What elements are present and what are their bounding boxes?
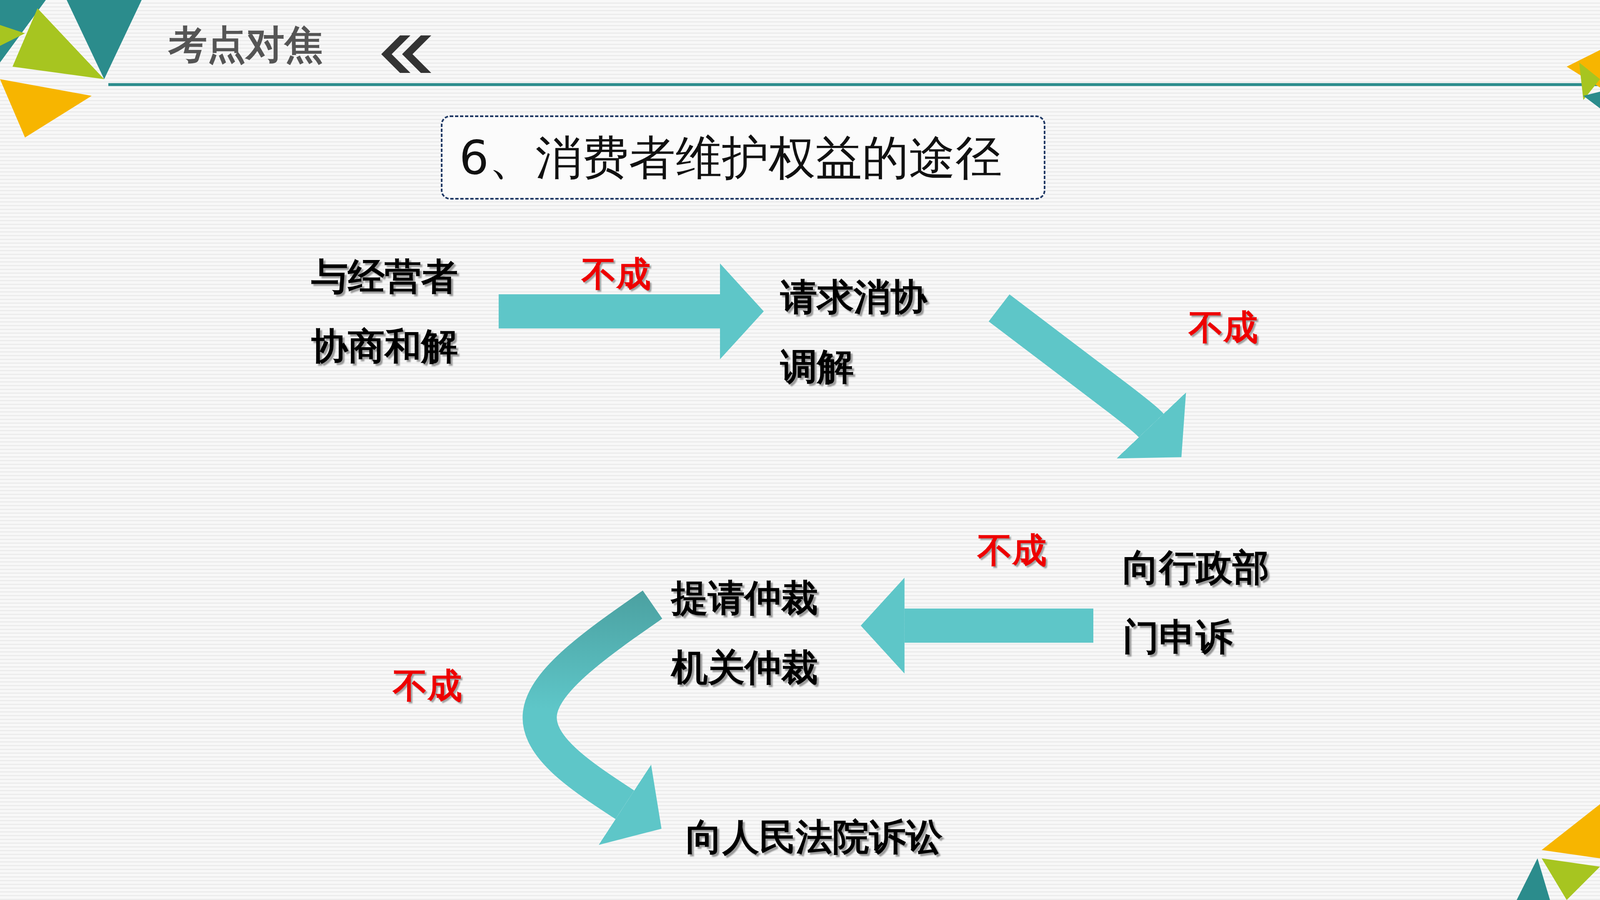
flow-arrow: [904, 608, 1094, 643]
edge-label: 不成: [1188, 308, 1258, 347]
header-label: 考点对焦: [168, 21, 324, 69]
flow-arrow: [498, 294, 720, 329]
corner-triangle: [66, 0, 142, 80]
header-rule: [108, 83, 1600, 87]
edge-label: 不成: [977, 531, 1047, 570]
step-text: 请求消协 调解: [780, 262, 950, 402]
step-node: 提请仲裁 机关仲裁: [671, 562, 840, 703]
corner-triangle: [1516, 858, 1550, 900]
corner-triangle: [1541, 804, 1600, 859]
step-node: 与经营者 协商和解: [311, 241, 480, 381]
step-text: 向人民法院诉讼: [685, 802, 943, 872]
step-node: 向行政部 门申诉: [1122, 532, 1292, 672]
edge-label: 不成: [392, 666, 463, 705]
step-text: 提请仲裁 机关仲裁: [671, 562, 840, 703]
title: 6、消费者维护权益的途径: [459, 129, 1003, 186]
step-text: 与经营者 协商和解: [311, 241, 480, 381]
flow-arrow: [539, 604, 653, 805]
step-node: 请求消协 调解: [780, 262, 950, 402]
corner-triangle: [0, 79, 92, 138]
title-box: 6、消费者维护权益的途径: [440, 115, 1046, 200]
flow-arrow: [999, 307, 1152, 426]
step-node: 向人民法院诉讼: [685, 802, 943, 872]
corner-triangle: [0, 25, 25, 46]
corner-triangle: [1583, 91, 1600, 109]
header-chevron: [381, 35, 432, 73]
corner-triangle: [1541, 858, 1600, 900]
step-text: 向行政部 门申诉: [1122, 532, 1292, 672]
edge-label: 不成: [581, 255, 651, 293]
